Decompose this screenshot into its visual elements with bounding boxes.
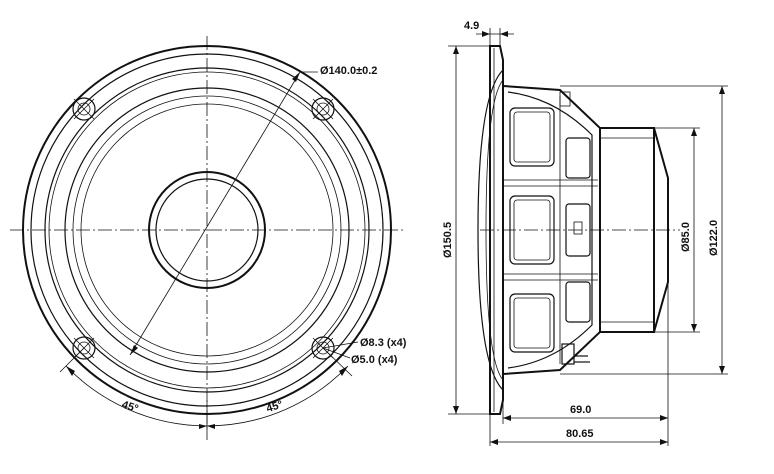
cone-profile xyxy=(485,79,504,381)
angle-ext-right xyxy=(322,347,353,377)
hole-small-label: Ø5.0 (x4) xyxy=(351,354,398,366)
surround-outer xyxy=(48,71,366,389)
angle-arrow-left xyxy=(66,366,75,376)
angle-arrow-center-r xyxy=(207,424,215,429)
angle-right-label: 45° xyxy=(265,399,285,416)
frame-diameter-label: Ø122.0 xyxy=(708,220,720,256)
hole-large-leader xyxy=(322,341,359,349)
basket-inner xyxy=(507,91,593,369)
diameter-leader xyxy=(129,71,301,356)
dust-cap-inner xyxy=(155,178,259,282)
mounting-hole-top-left xyxy=(72,97,96,121)
magnet-diameter-label: Ø85.0 xyxy=(680,222,692,252)
terminal-bracket xyxy=(559,91,590,365)
angle-arrow-center-l xyxy=(199,424,207,429)
gasket-ring xyxy=(44,67,370,393)
side-view: 4.9 Ø150.5 Ø85.0 Ø122.0 69.0 80.65 xyxy=(442,20,728,446)
mount-diameter-label: Ø140.0±0.2 xyxy=(320,65,377,77)
mounting-hole-top-right xyxy=(311,97,335,121)
overall-diameter-label: Ø150.5 xyxy=(442,222,454,258)
depth-from-flange-label: 69.0 xyxy=(570,404,591,416)
magnet-back-cap xyxy=(653,127,669,333)
total-depth-label: 80.65 xyxy=(566,428,594,440)
surround-ring xyxy=(64,87,350,373)
angle-arrow-right xyxy=(339,366,348,376)
angle-left-label: 45° xyxy=(120,399,140,416)
flange-thickness-label: 4.9 xyxy=(464,20,479,32)
arrowhead-top xyxy=(292,72,300,82)
cone-outer-edge xyxy=(72,95,342,365)
hole-small-leader xyxy=(322,347,351,359)
front-view: Ø140.0±0.2 Ø8.3 (x4) Ø5.0 (x4) 45° 45° xyxy=(10,36,407,440)
angle-ext-left xyxy=(59,347,85,373)
magnet xyxy=(599,127,655,333)
surround-profile xyxy=(477,69,504,391)
arrowhead-bottom xyxy=(130,345,138,355)
basket-windows xyxy=(509,107,591,353)
cone-ring xyxy=(80,103,334,357)
hole-large-label: Ø8.3 (x4) xyxy=(360,337,407,349)
basket-ribs xyxy=(503,96,598,364)
dust-cap-outer xyxy=(148,171,266,289)
